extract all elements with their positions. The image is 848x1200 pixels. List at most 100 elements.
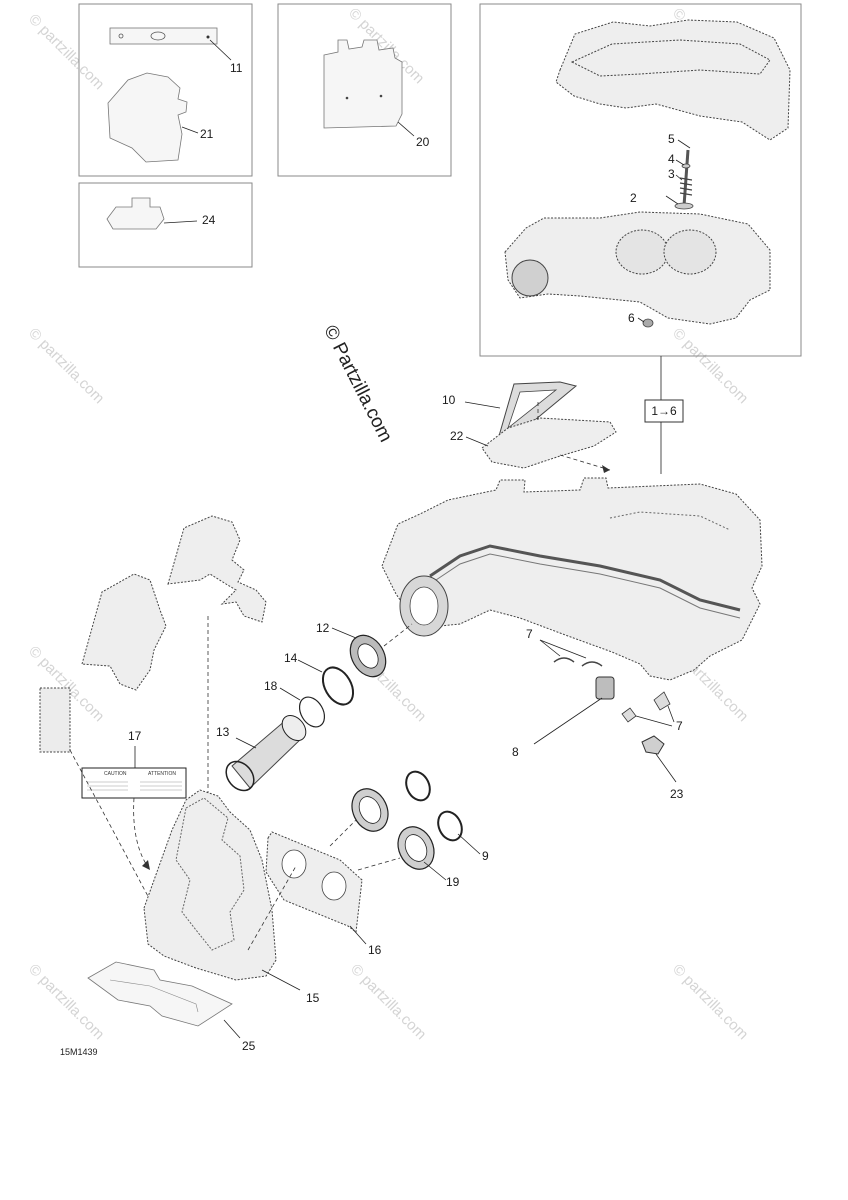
plate-port-right [321, 871, 347, 901]
callout-10: 10 [442, 393, 456, 407]
housing-inner-channel [175, 797, 245, 951]
leader-line-3 [675, 174, 683, 181]
filter-window [507, 389, 558, 430]
callout-21: 21 [200, 127, 214, 141]
clip-part-7 [581, 661, 603, 667]
callout-18: 18 [264, 679, 278, 693]
callout-12: 12 [316, 621, 330, 635]
callout-2: 2 [630, 191, 637, 205]
leader-line-9 [457, 833, 481, 855]
air-box-housing [381, 477, 763, 681]
pad-inner [109, 979, 199, 1013]
leader-line-7a [539, 639, 561, 657]
reference-box-label: 1→6 [651, 404, 677, 418]
assembly-arrow [559, 454, 611, 471]
pad-part-25 [87, 961, 233, 1027]
foam-pin [345, 96, 349, 100]
coupler-bore [358, 796, 382, 824]
tube-clamp [225, 760, 255, 792]
decal-assembly-line [133, 797, 151, 871]
upper-silencer-rib [570, 39, 771, 77]
leader-line-7b [635, 715, 673, 727]
leader-line-21 [181, 126, 199, 134]
coupler-bore [404, 834, 428, 862]
watermark: © partzilla.com [25, 961, 107, 1043]
seal-bore [357, 643, 379, 669]
callout-11: 11 [230, 61, 243, 75]
foam-pad-part-21 [107, 72, 188, 163]
callout-7: 7 [526, 627, 533, 641]
foam-pin [379, 94, 383, 98]
callout-7: 7 [676, 719, 683, 733]
leader-line-16 [349, 925, 367, 945]
leader-line-2 [665, 195, 679, 205]
clip-part-7 [621, 707, 637, 723]
decal-caution-text: CAUTION [104, 771, 127, 777]
leader-line-12 [331, 627, 357, 639]
clip-part-7 [553, 657, 575, 663]
callout-15: 15 [306, 991, 320, 1005]
callout-9: 9 [482, 849, 489, 863]
warning-decal-part-17 [81, 767, 187, 799]
leader-line-18 [279, 687, 301, 701]
inset-box-20 [277, 3, 452, 177]
reference-box [644, 399, 684, 423]
leader-line-19 [423, 861, 447, 881]
leader-line-15 [261, 969, 301, 991]
foam-block-lower [81, 573, 167, 691]
assembly-line [357, 857, 401, 871]
silencer-inlet [511, 259, 549, 297]
leader-line-13 [235, 737, 257, 749]
decal-attention-text: ATTENTION [148, 771, 176, 777]
air-box-rib [609, 511, 731, 531]
filter-support-part-22 [481, 417, 617, 469]
spring-part-3 [679, 177, 693, 196]
foam-block-upper [167, 515, 267, 623]
gasket-slot [150, 31, 166, 41]
assembly-line [247, 865, 297, 951]
leader-line-4 [675, 159, 685, 166]
gasket-hole [118, 33, 124, 39]
clamp-part-9 [405, 770, 431, 802]
callout-20: 20 [416, 135, 430, 149]
grommet-part-23 [641, 735, 665, 755]
nut-part-6 [642, 318, 654, 328]
leader-line-11 [209, 39, 232, 61]
callout-labels: 2 3 4 5 6 7 7 8 9 10 11 12 13 14 15 16 1… [128, 61, 684, 1053]
callout-8: 8 [512, 745, 519, 759]
leader-line-23 [655, 753, 677, 783]
pad-part-24 [106, 197, 165, 230]
callout-14: 14 [284, 651, 298, 665]
assembly-line [69, 749, 151, 901]
callout-5: 5 [668, 132, 675, 146]
watermark: © partzilla.com [347, 961, 429, 1043]
assembly-line [329, 819, 357, 847]
plate-port-left [281, 849, 307, 879]
leader-line-25 [223, 1019, 241, 1039]
watermark: © partzilla.com [669, 325, 751, 407]
leader-line-8 [533, 697, 603, 745]
callout-17: 17 [128, 729, 142, 743]
leader-line-14 [297, 659, 323, 673]
callout-23: 23 [670, 787, 684, 801]
callout-25: 25 [242, 1039, 256, 1053]
foam-pad-small [39, 687, 71, 753]
gasket-strip-part-11 [109, 27, 218, 45]
leader-line-20 [397, 121, 415, 137]
callout-4: 4 [668, 152, 675, 166]
callout-6: 6 [628, 311, 635, 325]
inset-box-intake-silencer [479, 3, 802, 357]
grommet-part-2 [674, 202, 694, 210]
callout-16: 16 [368, 943, 382, 957]
adaptor-plate-part-16 [265, 831, 363, 933]
assembly-line [383, 623, 413, 647]
clamp-part-9 [437, 810, 463, 842]
upper-silencer-half [555, 19, 791, 141]
callout-19: 19 [446, 875, 460, 889]
foam-pad-part-20 [323, 39, 403, 129]
callout-22: 22 [450, 429, 464, 443]
callout-13: 13 [216, 725, 230, 739]
leader-line-22 [465, 436, 489, 447]
